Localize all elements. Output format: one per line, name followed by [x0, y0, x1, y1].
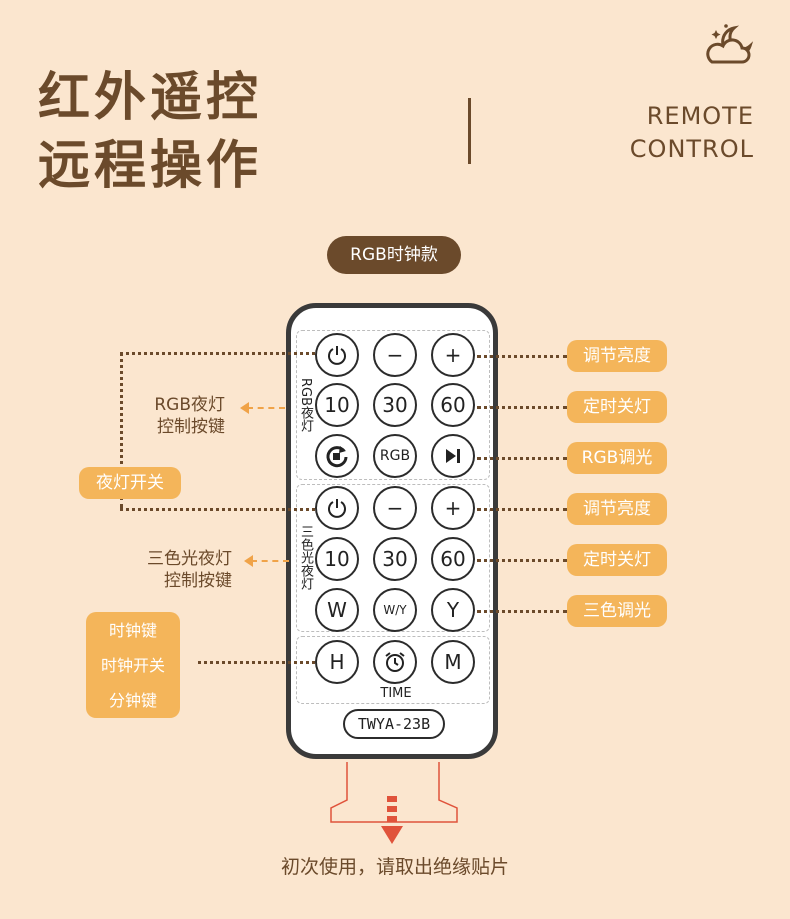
- tri-timer-30-button[interactable]: 30: [373, 537, 417, 581]
- clock-keys-box: 时钟键 时钟开关 分钟键: [86, 612, 180, 718]
- connector-line: [120, 352, 123, 508]
- tri-minus-button[interactable]: −: [373, 486, 417, 530]
- label-brightness-2: 调节亮度: [567, 493, 667, 525]
- rgb-timer-30-button[interactable]: 30: [373, 383, 417, 427]
- title-chinese: 红外遥控 远程操作: [38, 64, 262, 200]
- label-rgb-keys-line1: RGB夜灯: [154, 395, 225, 415]
- label-minute-key: 分钟键: [108, 691, 157, 710]
- connector-line: [477, 559, 567, 562]
- title-divider: [468, 98, 471, 164]
- arrow-head-icon: [244, 555, 253, 567]
- label-rgb-dimming: RGB调光: [567, 442, 667, 474]
- connector-line: [198, 661, 315, 664]
- dashed-arrow: [251, 560, 289, 562]
- rgb-power-button[interactable]: [315, 333, 359, 377]
- minute-button[interactable]: M: [431, 640, 475, 684]
- tri-plus-button[interactable]: +: [431, 486, 475, 530]
- power-icon: [328, 346, 346, 365]
- title-line1: 红外遥控: [38, 68, 263, 128]
- connector-line: [120, 352, 315, 355]
- tri-power-button[interactable]: [315, 486, 359, 530]
- label-hour-key: 时钟键: [108, 621, 157, 640]
- connector-line: [120, 508, 315, 511]
- moon-cloud-icon: [706, 24, 754, 64]
- yellow-button[interactable]: Y: [431, 588, 475, 632]
- rgb-timer-60-button[interactable]: 60: [431, 383, 475, 427]
- label-tricolor-dimming: 三色调光: [567, 595, 667, 627]
- title-en-line2: CONTROL: [629, 135, 754, 163]
- insulation-strip-icon: [330, 762, 458, 844]
- dashed-arrow: [247, 407, 285, 409]
- label-rgb-keys: RGB夜灯 控制按键: [130, 394, 225, 438]
- connector-line: [477, 508, 567, 511]
- label-tri-keys-line1: 三色光夜灯: [147, 549, 232, 569]
- section-tricolor-label: 三色光夜灯: [298, 525, 313, 590]
- hour-button[interactable]: H: [315, 640, 359, 684]
- title-en-line1: REMOTE: [646, 102, 754, 130]
- label-timer-2: 定时关灯: [567, 544, 667, 576]
- connector-line: [477, 355, 567, 358]
- connector-line: [477, 406, 567, 409]
- power-icon: [328, 499, 346, 518]
- label-tri-keys-line2: 控制按键: [164, 571, 232, 591]
- usage-tip: 初次使用，请取出绝缘贴片: [280, 856, 509, 878]
- rgb-plus-button[interactable]: +: [431, 333, 475, 377]
- connector-line: [477, 457, 567, 460]
- section-rgb-label: RGB夜灯: [298, 378, 313, 433]
- label-tricolor-keys: 三色光夜灯 控制按键: [110, 548, 232, 592]
- white-button[interactable]: W: [315, 588, 359, 632]
- tri-timer-10-button[interactable]: 10: [315, 537, 359, 581]
- alarm-icon: [385, 652, 405, 672]
- tri-timer-60-button[interactable]: 60: [431, 537, 475, 581]
- label-brightness-1: 调节亮度: [567, 340, 667, 372]
- cycle-icon: [326, 446, 348, 468]
- model-pill: RGB时钟款: [327, 236, 461, 274]
- remote-model-label: TWYA-23B: [343, 709, 445, 739]
- rgb-timer-10-button[interactable]: 10: [315, 383, 359, 427]
- section-rgb: [296, 330, 490, 480]
- white-yellow-button[interactable]: W/Y: [373, 588, 417, 632]
- title-english: REMOTE CONTROL: [630, 100, 754, 166]
- clock-switch-button[interactable]: [373, 640, 417, 684]
- label-clock-switch: 时钟开关: [100, 656, 165, 675]
- rgb-minus-button[interactable]: −: [373, 333, 417, 377]
- title-line2: 远程操作: [38, 136, 263, 196]
- label-rgb-keys-line2: 控制按键: [157, 417, 225, 437]
- play-pause-icon: [446, 449, 460, 463]
- time-label: TIME: [380, 686, 412, 701]
- rgb-mode-button[interactable]: RGB: [373, 434, 417, 478]
- arrow-head-icon: [240, 402, 249, 414]
- label-night-switch: 夜灯开关: [79, 467, 181, 499]
- section-time: [296, 636, 490, 704]
- label-timer-1: 定时关灯: [567, 391, 667, 423]
- rgb-cycle-button[interactable]: [315, 434, 359, 478]
- connector-line: [477, 610, 567, 613]
- play-pause-button[interactable]: [431, 434, 475, 478]
